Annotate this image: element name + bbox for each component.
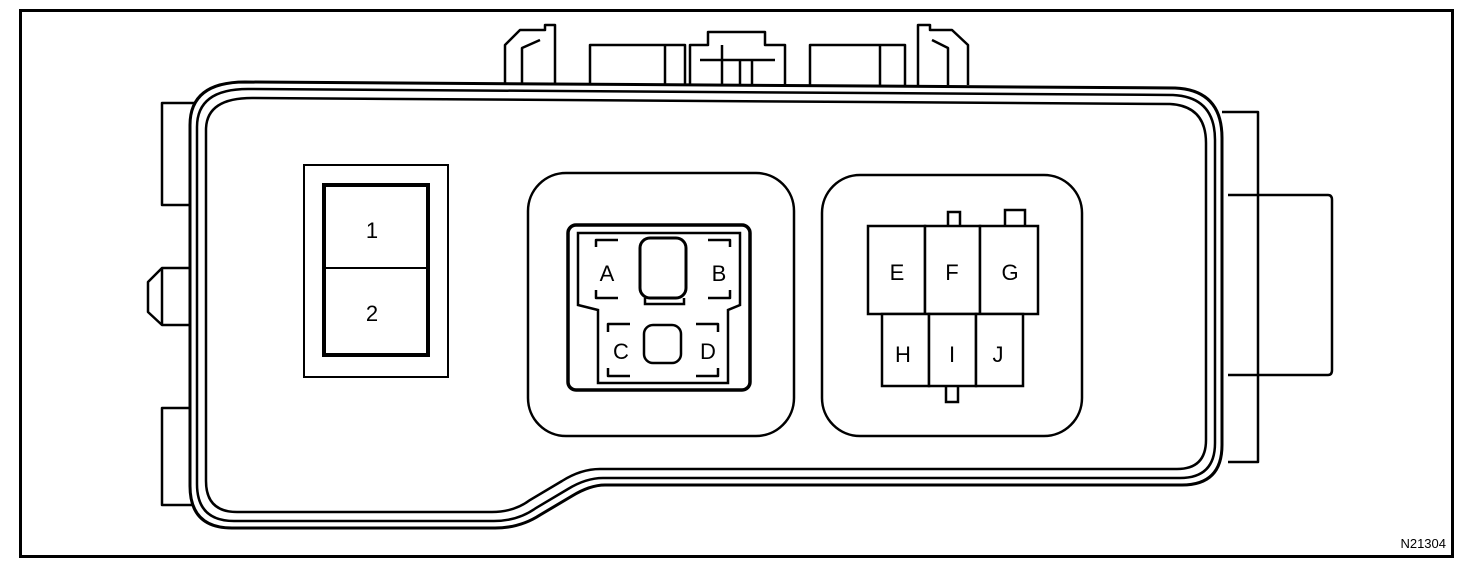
connector-abcd: A B C D xyxy=(526,171,796,438)
fuse-block: 1 2 xyxy=(303,164,449,378)
terminal-e: E xyxy=(890,260,905,285)
fuse-cavity-1: 1 xyxy=(366,218,378,243)
figure-reference-code: N21304 xyxy=(1400,536,1446,551)
terminal-g: G xyxy=(1001,260,1018,285)
connector-efghij: E F G H I J xyxy=(820,173,1084,438)
fuse-cavity-2: 2 xyxy=(366,301,378,326)
terminal-j: J xyxy=(993,342,1004,367)
terminal-d: D xyxy=(700,339,716,364)
terminal-h: H xyxy=(895,342,911,367)
terminal-i: I xyxy=(949,342,955,367)
terminal-a: A xyxy=(600,261,615,286)
terminal-b: B xyxy=(712,261,727,286)
terminal-c: C xyxy=(613,339,629,364)
terminal-f: F xyxy=(945,260,958,285)
left-side-tabs xyxy=(146,101,205,507)
right-side-tabs xyxy=(1222,110,1334,464)
